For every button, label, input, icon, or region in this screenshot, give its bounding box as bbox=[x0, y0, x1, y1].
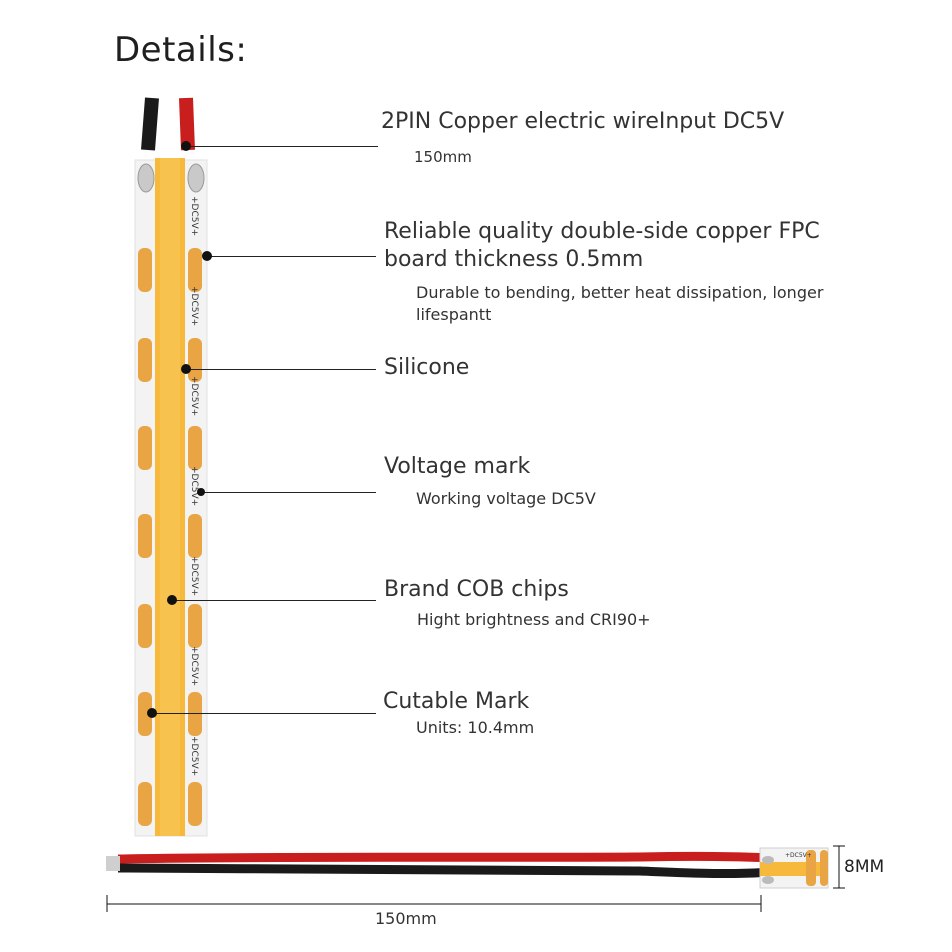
feature-fpc-title-line2: board thickness 0.5mm bbox=[384, 247, 644, 272]
feature-wire-title: 2PIN Copper electric wireInput DC5V bbox=[381, 109, 785, 134]
feature-fpc-sub: Durable to bending, better heat dissipat… bbox=[416, 283, 824, 302]
mini-strip-cob bbox=[760, 862, 828, 876]
leader-line-silicone bbox=[186, 369, 376, 370]
leader-line-wire bbox=[186, 146, 378, 147]
black-wire bbox=[141, 97, 159, 151]
solder-pad-left bbox=[137, 163, 155, 193]
mini-strip-mark: +DC5V+ bbox=[785, 852, 812, 859]
feature-cut-title: Cutable Mark bbox=[383, 689, 530, 714]
feature-voltage-sub: Working voltage DC5V bbox=[416, 489, 596, 508]
red-wire-horizontal bbox=[117, 851, 771, 864]
pointer-dot-cob bbox=[167, 595, 177, 605]
feature-cob-title: Brand COB chips bbox=[384, 577, 569, 602]
voltage-mark-text: +DC5V+ bbox=[189, 646, 199, 686]
pointer-dot-wire bbox=[181, 141, 191, 151]
feature-fpc-title: Reliable quality double-side copper FPC bbox=[384, 219, 820, 244]
solder-pad-right bbox=[187, 163, 205, 193]
leader-line-voltage bbox=[202, 492, 376, 493]
feature-cob-sub: Hight brightness and CRI90+ bbox=[417, 610, 651, 629]
page-title: Details: bbox=[114, 30, 248, 70]
feature-voltage-title: Voltage mark bbox=[384, 454, 531, 479]
feature-fpc-sub-line2: lifespantt bbox=[416, 305, 492, 324]
width-dimension-label: 8MM bbox=[844, 857, 885, 877]
black-wire-horizontal bbox=[117, 863, 771, 879]
pointer-dot-cut bbox=[147, 708, 157, 718]
voltage-mark-text: +DC5V+ bbox=[189, 736, 199, 776]
voltage-mark-text: +DC5V+ bbox=[189, 286, 199, 326]
voltage-mark-text: +DC5V+ bbox=[189, 196, 199, 236]
voltage-marks: +DC5V+ +DC5V+ +DC5V+ +DC5V+ +DC5V+ +DC5V+ +DC5… bbox=[189, 196, 199, 776]
feature-silicone-title: Silicone bbox=[384, 355, 470, 380]
length-dimension-label: 150mm bbox=[375, 909, 437, 928]
pointer-dot-fpc bbox=[202, 251, 212, 261]
pointer-dot-voltage bbox=[197, 488, 205, 496]
feature-cut-sub: Units: 10.4mm bbox=[416, 718, 535, 737]
leader-line-cob bbox=[172, 600, 376, 601]
leader-line-fpc bbox=[208, 256, 376, 257]
feature-wire-sub: 150mm bbox=[414, 148, 472, 166]
pointer-dot-silicone bbox=[181, 364, 191, 374]
voltage-mark-text: +DC5V+ bbox=[189, 466, 199, 506]
leader-line-cut bbox=[152, 713, 376, 714]
voltage-mark-text: +DC5V+ bbox=[189, 376, 199, 416]
cut-pads-left bbox=[138, 248, 152, 826]
voltage-mark-text: +DC5V+ bbox=[189, 556, 199, 596]
cut-pads-right bbox=[188, 248, 202, 826]
